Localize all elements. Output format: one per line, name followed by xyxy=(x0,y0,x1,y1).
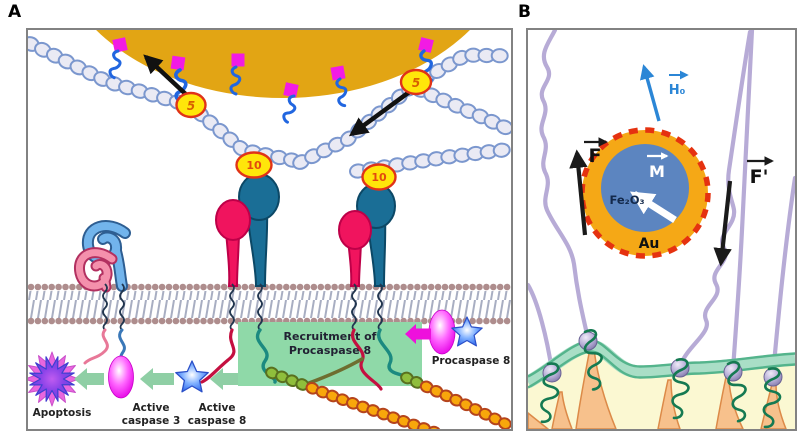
active-caspase3-label-line1: Active xyxy=(133,402,170,414)
membrane-anchor-proteins xyxy=(536,328,785,429)
surface-cone xyxy=(715,376,744,429)
signaling-bead-chains xyxy=(265,366,511,429)
magnetization-arrow xyxy=(629,191,677,223)
binding-arrow-left xyxy=(143,54,194,102)
surface-cone xyxy=(551,391,573,429)
active-caspase3-label-line2: caspase 3 xyxy=(122,415,181,427)
iron-oxide-core xyxy=(601,144,689,232)
recruitment-text-line1: Recruitment of xyxy=(284,330,377,343)
ligand-anchors xyxy=(107,37,437,125)
field-label: H₀ xyxy=(669,83,686,98)
core-shell-nanoparticle: M Fe₂O₃ Au xyxy=(579,127,711,259)
badge-5-left xyxy=(175,91,207,119)
ligand-square xyxy=(231,53,245,67)
cascade-arrow xyxy=(140,368,174,390)
force-field-vectors: H₀ F F' xyxy=(569,64,774,267)
panel-a-canvas: 5 5 10 10 Recruitment of Procaspase 8 xyxy=(28,30,511,429)
force-label: F xyxy=(589,145,602,167)
procaspase8-star xyxy=(451,316,483,347)
force-prime-arrow xyxy=(713,180,733,267)
cascade-arrow xyxy=(74,368,104,390)
badge-10-left xyxy=(235,151,273,179)
ligand-square xyxy=(112,37,128,53)
procaspase8-ellipse xyxy=(428,309,456,355)
chain-number-badges: 5 5 10 10 xyxy=(175,68,433,191)
cascade-arrow xyxy=(210,368,238,390)
cell-surface xyxy=(528,339,795,429)
receptor-stem-pink-1 xyxy=(224,228,241,287)
dashed-coating-ring xyxy=(579,127,711,259)
active-caspase3-ellipse xyxy=(108,355,134,399)
ligand-square xyxy=(170,55,186,71)
ligand-square xyxy=(283,82,299,98)
unbound-receptor-pair xyxy=(74,220,131,293)
field-arrow xyxy=(639,64,661,122)
receptor-head-pink-1 xyxy=(215,199,251,241)
polymer-strand xyxy=(730,30,755,373)
active-caspase8-label-line2: caspase 8 xyxy=(188,415,247,427)
receptor-head-pink-2 xyxy=(338,210,372,250)
badge-10-right-text: 10 xyxy=(371,171,387,184)
ligand-square xyxy=(418,37,434,53)
ligand-tail xyxy=(107,48,124,80)
anchor-sphere xyxy=(578,331,598,351)
unbound-tail-pink xyxy=(83,328,109,365)
surface-cone xyxy=(528,412,550,429)
exchange-arrows xyxy=(143,54,414,137)
panel-a-targeting-diagram: 5 5 10 10 Recruitment of Procaspase 8 xyxy=(26,28,513,431)
procaspase8-label: Procaspase 8 xyxy=(432,355,511,367)
force-prime-label: F' xyxy=(750,166,769,188)
polymer-strand xyxy=(528,282,555,374)
panel-b-canvas: M Fe₂O₃ Au H₀ F F' xyxy=(528,30,795,429)
panel-b-magnetic-particle-diagram: M Fe₂O₃ Au H₀ F F' xyxy=(526,28,797,431)
polymer-strand xyxy=(539,30,591,342)
procaspase-recruit-arrow xyxy=(405,324,431,344)
apoptosis-cascade: Apoptosis Active caspase 3 Active caspas… xyxy=(28,309,511,427)
badge-5-right xyxy=(399,68,433,96)
core-label: Fe₂O₃ xyxy=(609,193,644,207)
ligand-tail xyxy=(281,93,300,125)
ligand-square xyxy=(330,65,346,81)
badge-5-right-text: 5 xyxy=(412,76,420,90)
apoptosis-burst xyxy=(29,356,75,402)
gold-nanoparticle xyxy=(96,30,470,98)
polymer-strand xyxy=(770,175,795,378)
badge-10-left-text: 10 xyxy=(246,159,262,172)
active-caspase8-star xyxy=(175,360,209,393)
active-caspase8-label-line1: Active xyxy=(199,402,236,414)
panel-b-letter: B xyxy=(518,2,531,22)
receptor-tail-red-1 xyxy=(200,328,236,384)
badge-5-left-text: 5 xyxy=(187,99,195,113)
panel-a-letter: A xyxy=(8,2,22,22)
recruitment-text-line2: Procaspase 8 xyxy=(289,344,371,357)
receptor-stem-teal-1 xyxy=(245,206,269,287)
binding-arrow-right xyxy=(348,88,414,137)
death-receptors xyxy=(74,173,396,293)
apoptosis-label: Apoptosis xyxy=(33,407,92,419)
force-arrow xyxy=(569,149,588,236)
shell-label: Au xyxy=(639,236,660,252)
magnetization-label: M xyxy=(649,162,665,181)
badge-10-right xyxy=(361,163,397,191)
